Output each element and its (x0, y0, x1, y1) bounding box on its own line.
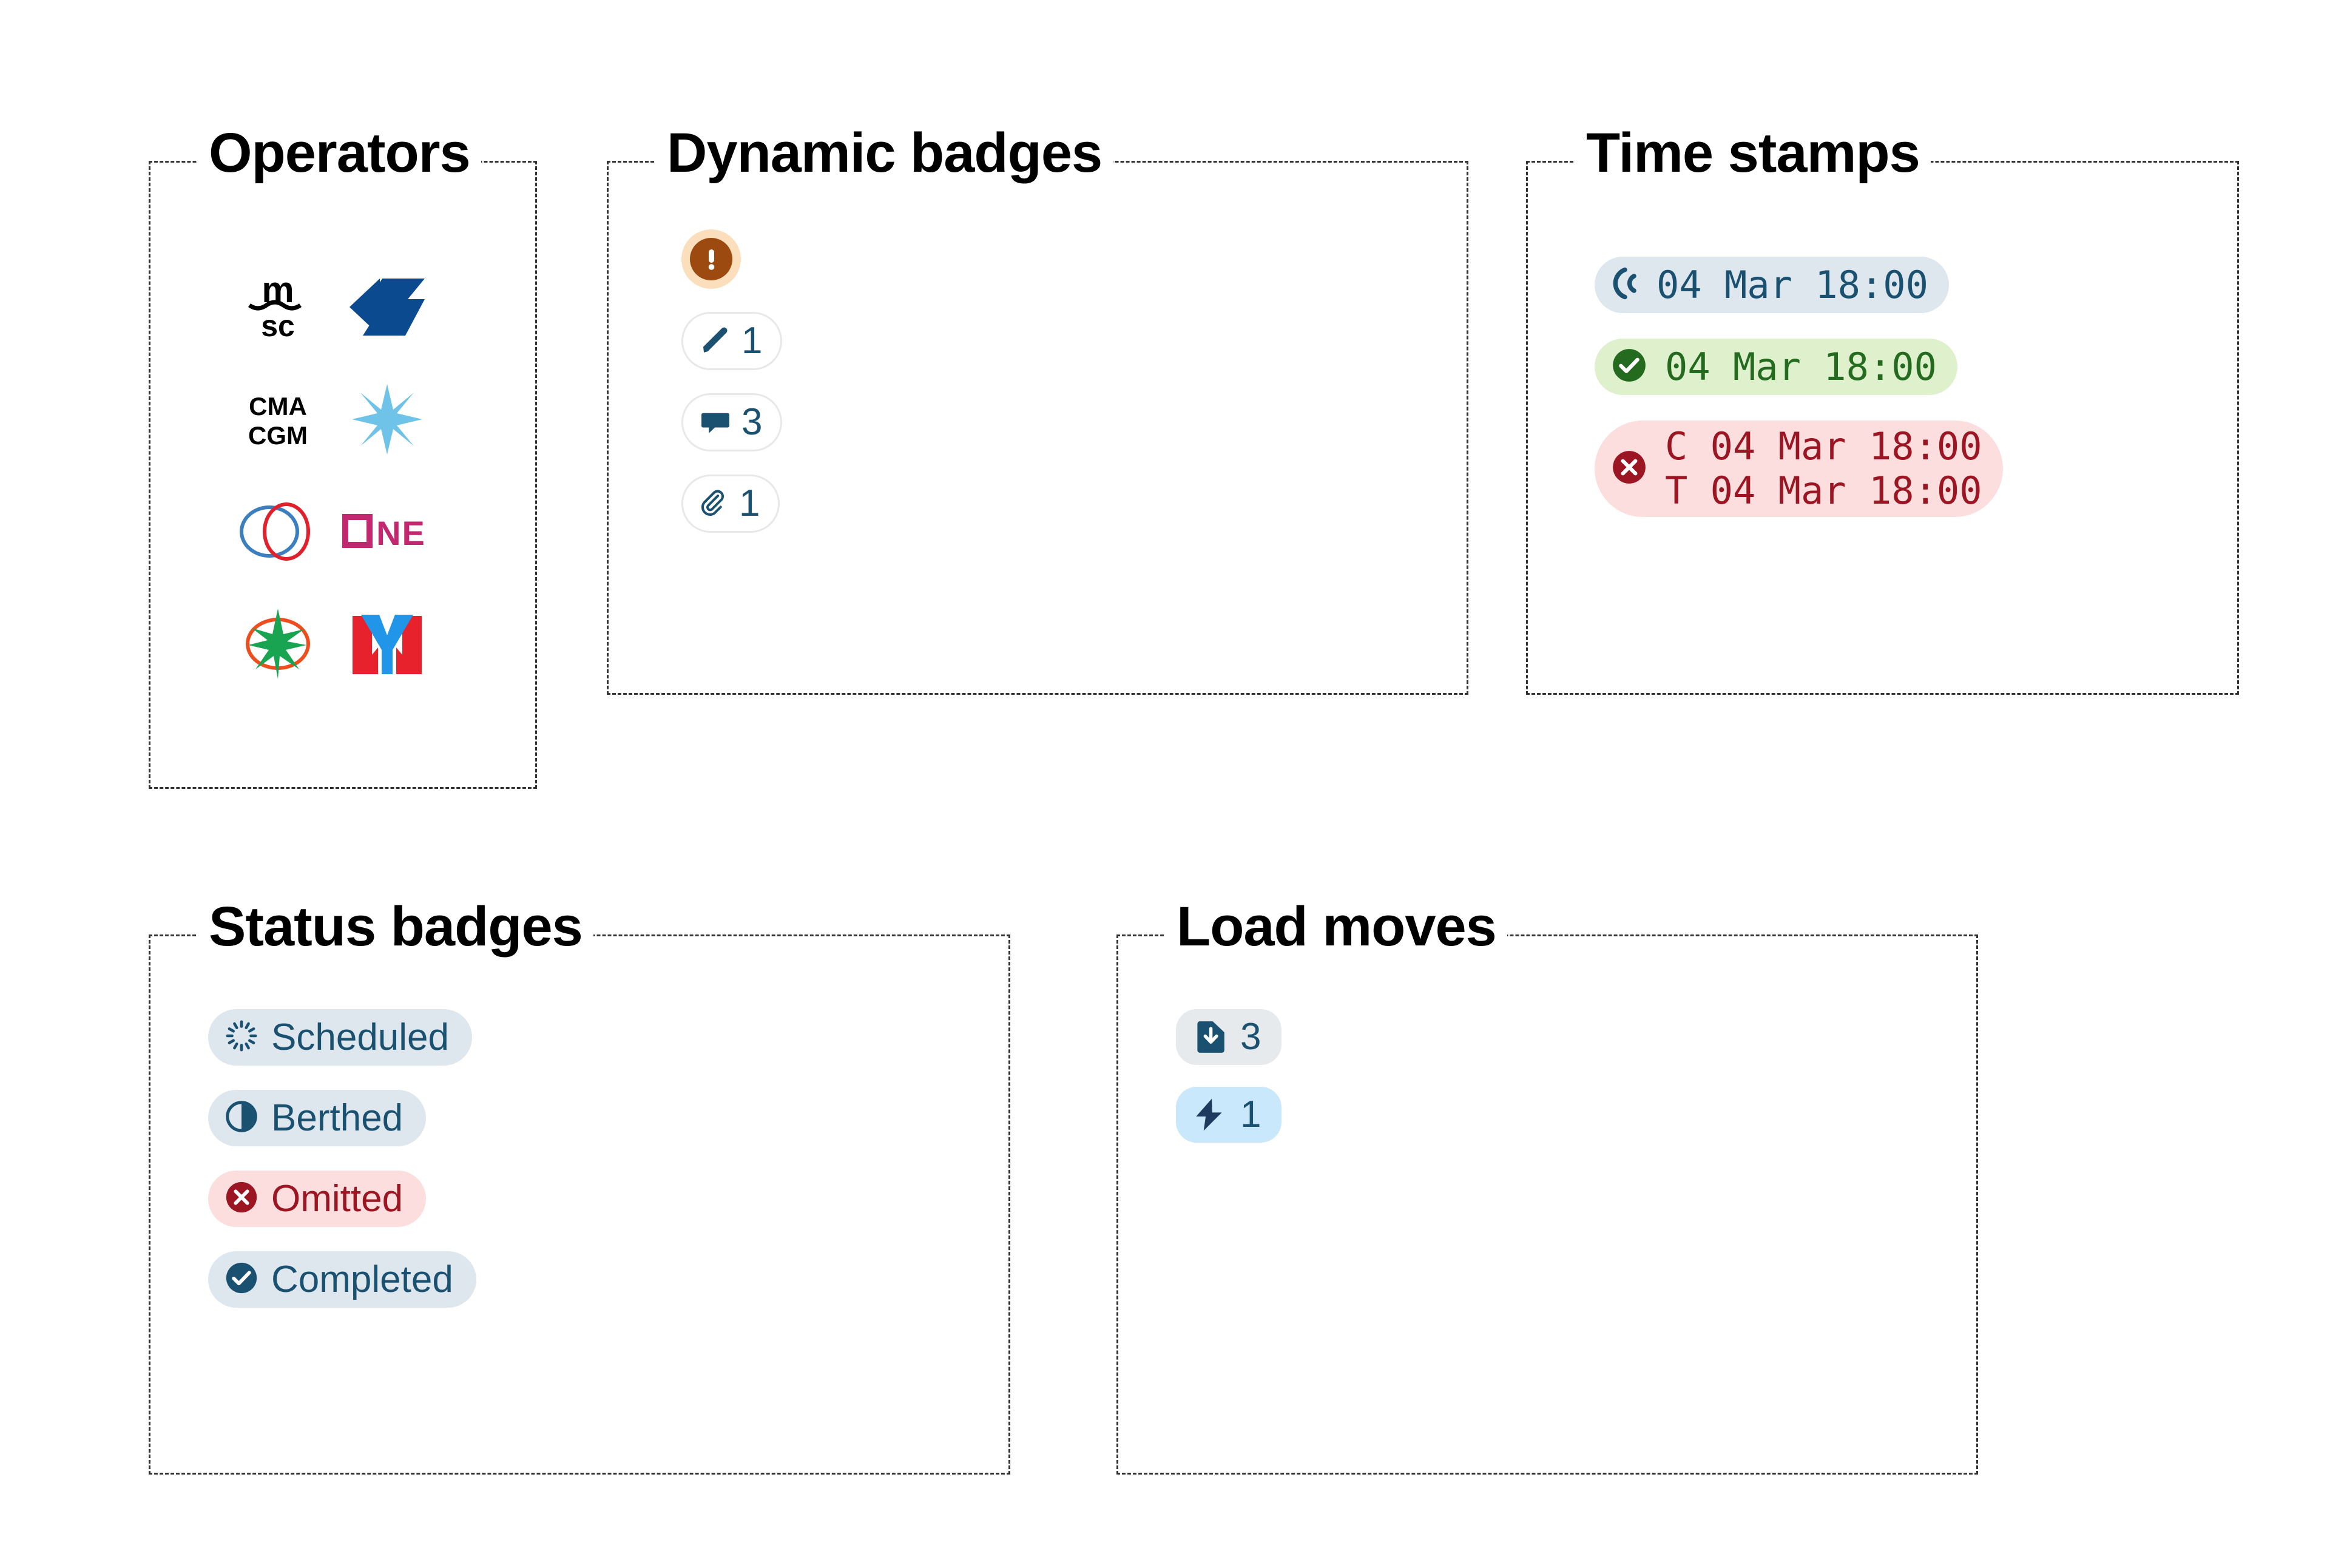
actual-timestamp[interactable]: 04 Mar 18:00 (1595, 339, 1957, 396)
attachments-badge[interactable]: 1 (681, 475, 780, 533)
comment-icon (699, 406, 732, 439)
attachments-count: 1 (739, 482, 760, 524)
status-badge-completed-label: Completed (271, 1259, 453, 1301)
check-circle-icon (1610, 346, 1648, 387)
load-moves-group-title: Load moves (1166, 899, 1507, 955)
dynamic-badges-stack: 1 3 1 (681, 229, 783, 533)
omitted-timestamp-lines: C 04 Mar 18:00 T 04 Mar 18:00 (1665, 424, 1982, 513)
load-moves-group: Load moves 3 1 (1116, 899, 1978, 1475)
reefer-moves-count: 1 (1240, 1093, 1261, 1135)
time-stamps-group-title: Time stamps (1575, 125, 1931, 181)
comments-badge[interactable]: 3 (681, 393, 783, 451)
operator-logo-maersk[interactable] (333, 363, 442, 475)
omitted-timestamp[interactable]: C 04 Mar 18:00 T 04 Mar 18:00 (1595, 421, 2003, 517)
status-badge-completed[interactable]: Completed (208, 1251, 476, 1308)
svg-text:CGM: CGM (248, 421, 308, 450)
operator-logo-hapag-lloyd[interactable] (333, 251, 442, 363)
lightning-bolt-icon (1190, 1096, 1228, 1134)
yang-ming-logo (353, 614, 422, 674)
operator-logo-yang-ming[interactable] (333, 587, 442, 700)
comments-count: 3 (741, 401, 763, 443)
discharge-moves-count: 3 (1240, 1016, 1261, 1058)
cma-cgm-logo: CMA CGM (248, 392, 308, 450)
check-circle-icon (224, 1260, 259, 1299)
spinner-dots-icon (224, 1018, 259, 1056)
reefer-moves-badge[interactable]: 1 (1176, 1087, 1282, 1143)
status-badge-berthed-label: Berthed (271, 1097, 404, 1140)
status-badges-stack: Scheduled Berthed Omitted (208, 1009, 476, 1308)
edits-count: 1 (741, 320, 763, 362)
alert-warning-badge[interactable] (681, 229, 741, 289)
x-circle-icon (1610, 448, 1648, 489)
file-download-icon (1190, 1018, 1228, 1056)
msc-logo: m sc (248, 271, 302, 343)
operator-logo-cma-cgm[interactable]: CMA CGM (223, 363, 333, 475)
operators-group-title: Operators (198, 125, 481, 181)
pencil-icon (699, 325, 732, 357)
time-stamps-group: Time stamps 04 Mar 18:00 04 Mar 18:00 (1526, 125, 2239, 695)
estimated-timestamp[interactable]: 04 Mar 18:00 (1595, 257, 1949, 314)
half-circle-icon (224, 1099, 259, 1137)
status-badges-group: Status badges (149, 899, 1010, 1475)
edits-badge[interactable]: 1 (681, 312, 783, 370)
operator-logo-evergreen[interactable] (223, 587, 333, 700)
status-badge-scheduled-label: Scheduled (271, 1016, 450, 1058)
omitted-timestamp-line-t: T 04 Mar 18:00 (1665, 468, 1982, 513)
status-badge-omitted[interactable]: Omitted (208, 1171, 427, 1228)
load-moves-stack: 3 1 (1176, 1009, 1282, 1143)
svg-text:sc: sc (261, 309, 295, 343)
svg-text:CMA: CMA (249, 392, 307, 421)
operator-logo-one[interactable]: NE (333, 475, 442, 587)
exclamation-icon (690, 238, 732, 280)
maersk-star-logo (352, 384, 422, 455)
estimated-timestamp-text: 04 Mar 18:00 (1656, 263, 1928, 307)
status-badges-group-title: Status badges (198, 899, 593, 955)
operators-group: Operators m sc CMA CGM (149, 125, 537, 789)
actual-timestamp-text: 04 Mar 18:00 (1665, 345, 1937, 390)
broadcast-signal-icon (1610, 265, 1639, 305)
time-stamps-stack: 04 Mar 18:00 04 Mar 18:00 C 04 Mar 18:0 (1595, 257, 2003, 517)
x-circle-icon (224, 1180, 259, 1218)
operators-logo-grid: m sc CMA CGM (223, 251, 442, 700)
one-logo: NE (342, 513, 426, 552)
oocl-circles-logo (240, 502, 310, 561)
evergreen-compass-logo (246, 608, 310, 679)
status-badge-scheduled[interactable]: Scheduled (208, 1009, 473, 1066)
discharge-moves-badge[interactable]: 3 (1176, 1009, 1282, 1065)
dynamic-badges-group: Dynamic badges 1 (607, 125, 1468, 695)
operator-logo-msc[interactable]: m sc (223, 251, 333, 363)
svg-text:NE: NE (376, 514, 426, 552)
operator-logo-oocl[interactable] (223, 475, 333, 587)
hapag-lloyd-chevron-logo (350, 278, 425, 336)
omitted-timestamp-line-c: C 04 Mar 18:00 (1665, 424, 1982, 469)
status-badge-omitted-label: Omitted (271, 1178, 404, 1220)
dynamic-badges-group-title: Dynamic badges (656, 125, 1113, 181)
paperclip-icon (699, 488, 729, 519)
status-badge-berthed[interactable]: Berthed (208, 1090, 427, 1147)
